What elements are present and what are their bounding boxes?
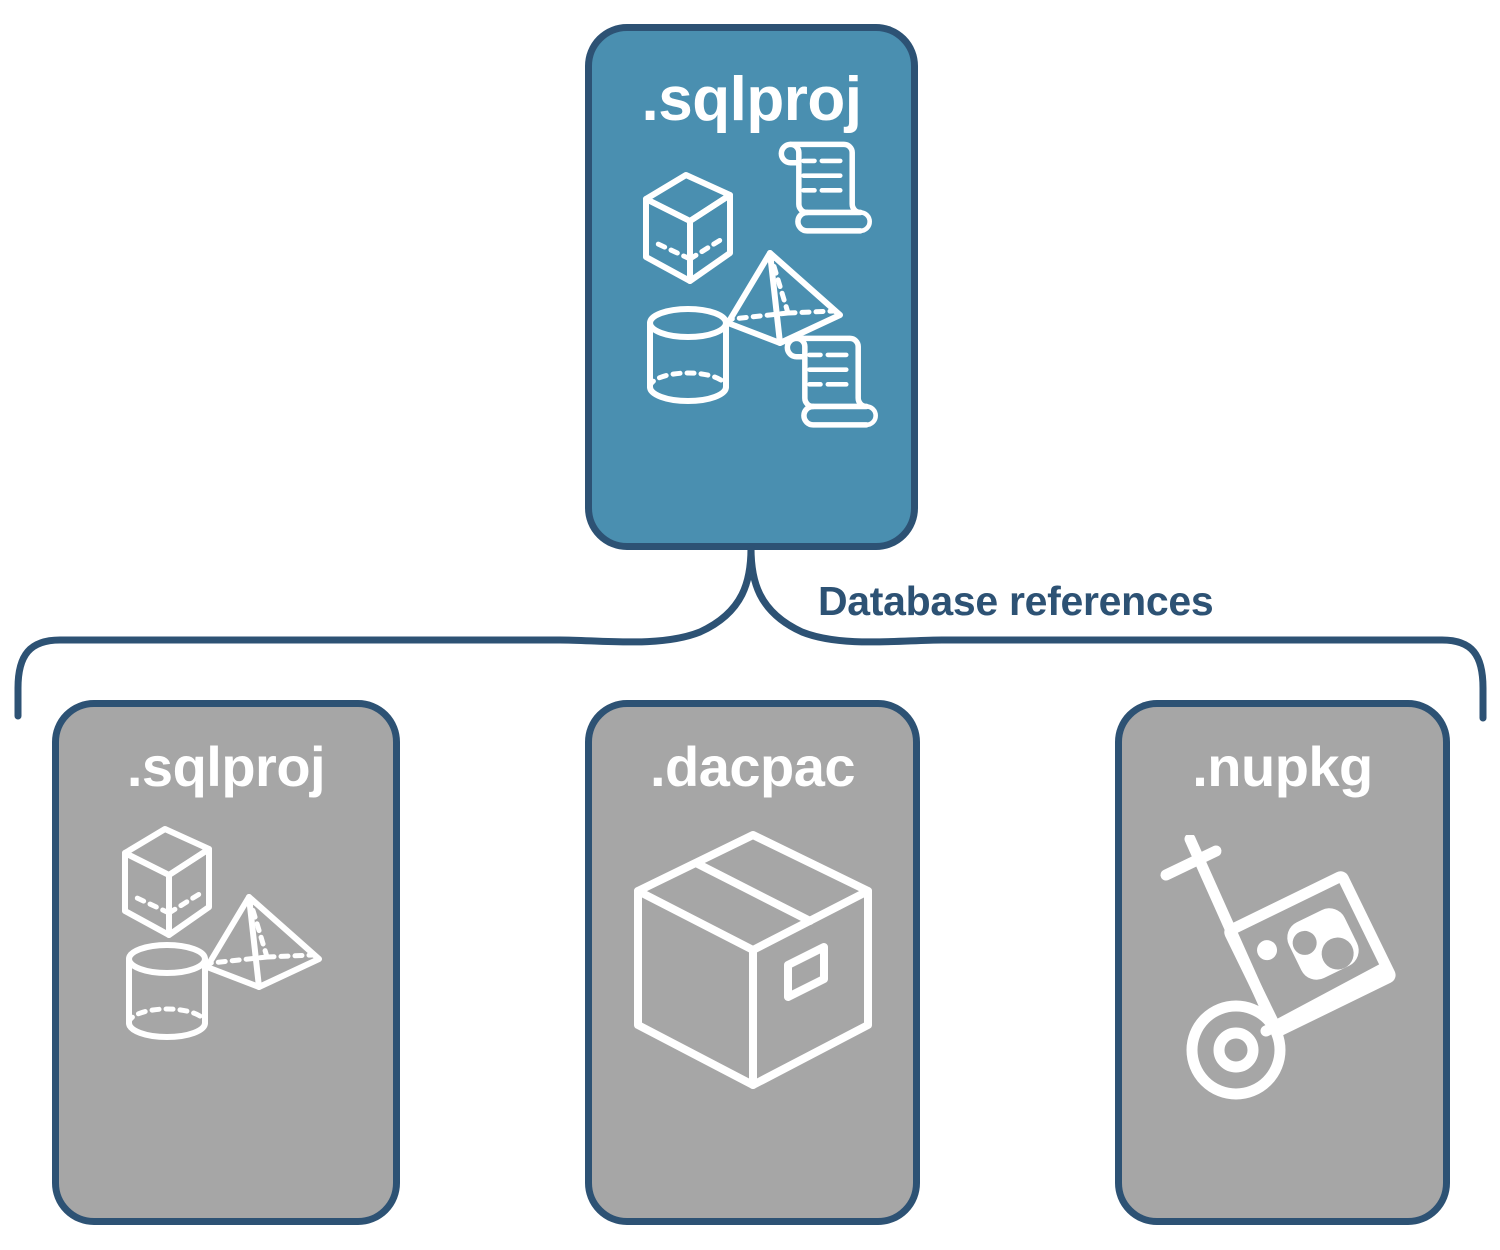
card-art-ref-nupkg [1122,795,1443,1218]
wireframe-cube-icon [642,172,733,284]
script-scroll-icon [778,141,872,234]
card-art-ref-dacpac [592,795,913,1218]
card-title-ref-dacpac: .dacpac [649,735,856,798]
wireframe-pyramid-icon [204,894,322,990]
card-art-root-sqlproj [592,131,911,543]
nuget-package-icon [1223,871,1396,1037]
sqlproj-artwork [642,141,878,428]
card-art-ref-sqlproj [59,795,393,1218]
sqlproj-shapes-artwork [122,826,322,1040]
card-title-ref-sqlproj: .sqlproj [126,735,326,798]
script-scroll-icon [784,335,878,428]
hand-truck-artwork [1160,835,1396,1100]
card-root-sqlproj[interactable]: .sqlproj [585,24,918,550]
wireframe-cylinder-icon [126,942,208,1040]
wireframe-cylinder-icon [646,306,729,404]
card-title-root-sqlproj: .sqlproj [641,65,862,134]
card-title-ref-nupkg: .nupkg [1192,735,1373,798]
shipping-box-icon [633,831,872,1089]
brace-label-database-references: Database references [818,578,1214,624]
wireframe-cube-icon [122,826,212,938]
card-ref-dacpac[interactable]: .dacpac [585,700,920,1225]
hand-truck-package-icon [1160,835,1391,1100]
card-ref-sqlproj[interactable]: .sqlproj [52,700,400,1225]
wireframe-pyramid-icon [724,250,843,346]
card-ref-nupkg[interactable]: .nupkg [1115,700,1450,1225]
shipping-box-artwork [633,831,872,1089]
